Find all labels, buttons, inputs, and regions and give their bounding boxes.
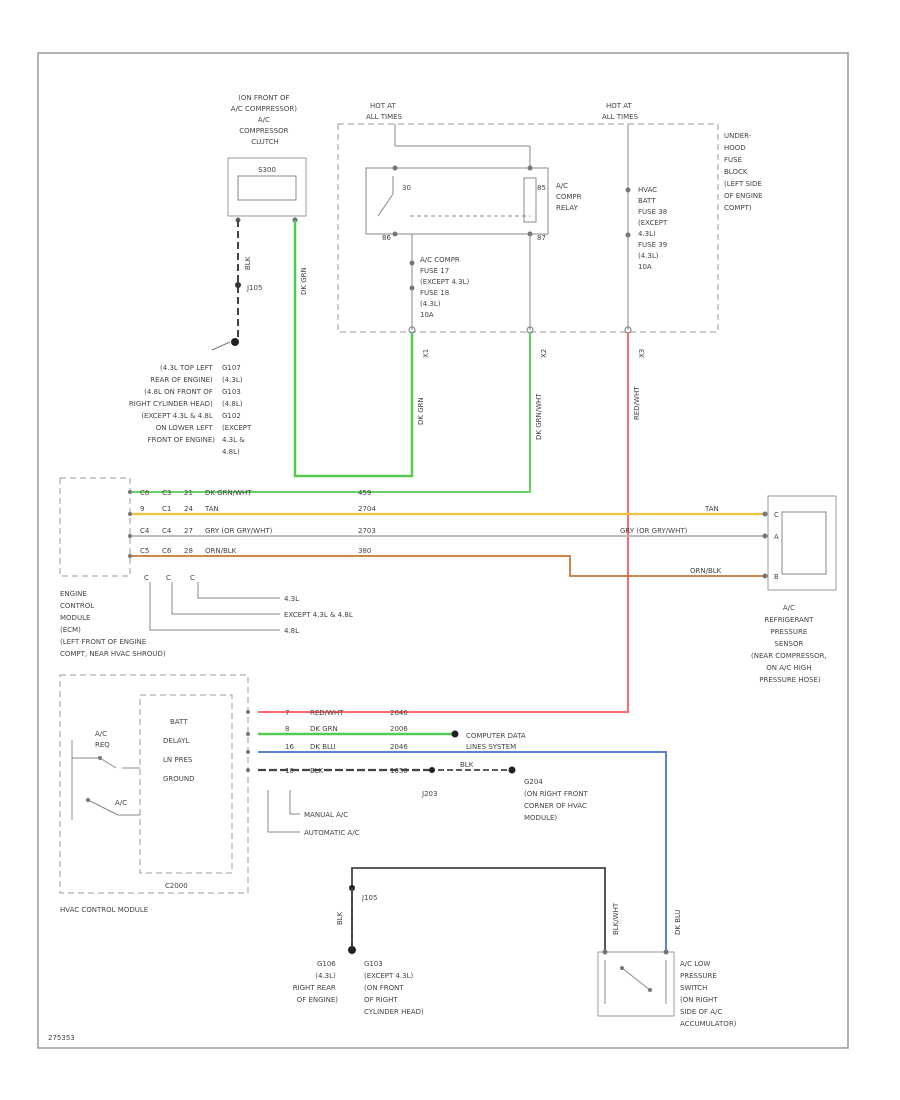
sensor-pin-b: B	[774, 573, 779, 581]
sensor-row-3-color: ORN/BLK	[690, 567, 722, 575]
sensor-pin-a: A	[774, 533, 779, 541]
fuse-17-top	[409, 260, 415, 266]
compressor-clutch-box	[227, 157, 307, 217]
low-ground-color: BLK	[336, 911, 344, 925]
low-pressure-switch-label: A/C LOW PRESSURE SWITCH (ON RIGHT SIDE O…	[680, 960, 737, 1028]
lps-ground-color: BLK/WHT	[612, 902, 620, 935]
data-line-terminal	[451, 730, 459, 738]
hvac-row-1: 7 RED/WHT 2040	[285, 709, 408, 717]
orange-wire	[130, 555, 765, 577]
connector-x3: X3	[638, 349, 646, 358]
hvac-variant-manual: MANUAL A/C	[304, 811, 348, 819]
ecm-variant-1: 4.3L	[284, 595, 299, 603]
compressor-clutch: (ON FRONT OF A/C COMPRESSOR) A/C COMPRES…	[227, 94, 307, 223]
green-relay-to-ecm: DK GRN/WHT	[130, 332, 543, 493]
ground-bottom	[348, 946, 356, 954]
hot-at-all-times-right: HOT AT ALL TIMES	[602, 102, 639, 121]
connector-x2: X2	[540, 349, 548, 358]
lps-signal-color: DK BLU	[674, 909, 682, 935]
hvac-module-inner	[139, 694, 233, 874]
compressor-conn-id: S300	[258, 166, 276, 174]
hot-at-all-times-left: HOT AT ALL TIMES	[366, 102, 403, 121]
ac-compr-fuse-label: A/C COMPR FUSE 17 (EXCEPT 4.3L) FUSE 18 …	[420, 256, 471, 319]
fuse-38-top	[625, 187, 631, 193]
ecm-row-3: C4 C4 27 GRY (OR GRY/WHT) 2703	[140, 527, 376, 535]
hvac-blue-wire	[258, 751, 667, 950]
relay-pin-86: 86	[382, 234, 391, 242]
ecm-row-2: 9 C1 24 TAN 2704	[140, 505, 376, 513]
ecm-connector: C6 C3 21 DK GRN/WHT 459 9 C1 24 TAN 2704…	[59, 477, 765, 658]
compressor-ground-wire: BLK J105	[231, 220, 262, 346]
j203-out-color: BLK	[460, 761, 474, 769]
red-hot-feed: RED/WHT	[258, 332, 641, 713]
ecm-variant-2: EXCEPT 4.3L & 4.8L	[284, 611, 353, 619]
relay-pin-30: 30	[402, 184, 411, 192]
figure-id: 275353	[48, 1034, 75, 1042]
ground-bottom-left-label: G106 (4.3L) RIGHT REAR OF ENGINE)	[293, 960, 339, 1004]
g204-ground	[508, 766, 516, 774]
pressure-sensor-box	[767, 495, 837, 591]
connector-x1: X1	[422, 349, 430, 358]
hvac-module-outline	[59, 674, 249, 894]
ac-switch-2-label: A/C	[115, 799, 127, 807]
ecm-row-4: C5 C6 28 ORN/BLK 380	[140, 547, 371, 555]
ac-compr-relay-label: A/C COMPR RELAY	[556, 182, 584, 212]
hvac-batt-fuse-label: HVAC BATT FUSE 38 (EXCEPT 4.3L) FUSE 39 …	[638, 186, 669, 271]
ground-left-description: (4.3L TOP LEFT REAR OF ENGINE) (4.8L ON …	[129, 341, 253, 456]
ac-compr-relay	[365, 167, 549, 235]
relay-pin-87: 87	[537, 234, 546, 242]
fuse-17-bottom	[409, 285, 415, 291]
fuse-38-bottom	[625, 232, 631, 238]
ground-bottom-right-label: G103 (EXCEPT 4.3L) (ON FRONT OF RIGHT CY…	[364, 960, 424, 1016]
relay-coil	[523, 177, 537, 223]
hvac-variant-auto: AUTOMATIC A/C	[304, 829, 360, 837]
low-pressure-switch-circuit: J105 BLK BLK/WHT DK BLU G106 (4.3L) RIGH…	[293, 867, 737, 1028]
sensor-pin-c: C	[774, 511, 779, 519]
hvac-row-3: 16 DK BLU 2046	[285, 743, 408, 751]
ecm-variant-3: 4.8L	[284, 627, 299, 635]
ac-req-label: REQ	[95, 741, 110, 749]
ground-left-ids: G107 (4.3L) G103 (4.8L) G102 (EXCEPT 4.3…	[222, 364, 253, 456]
hvac-conn-id: C2000	[165, 882, 188, 890]
hvac-module-footer: HVAC CONTROL MODULE	[60, 906, 148, 914]
green-compressor-feed: DK GRN DK GRN	[293, 220, 425, 478]
ecm-row-1: C6 C3 21 DK GRN/WHT 459	[140, 489, 371, 497]
underhood-fuse-block: HOT AT ALL TIMES HOT AT ALL TIMES UNDER-…	[337, 102, 765, 358]
ground-symbol-left	[231, 338, 239, 346]
hvac-control-module: BATT DELAYL LN PRES GROUND A/C REQ A/C C…	[59, 674, 250, 914]
j105-splice	[235, 282, 241, 288]
j105-lower-label: J105	[361, 894, 377, 902]
compressor-clutch-label: (ON FRONT OF A/C COMPRESSOR) A/C COMPRES…	[231, 94, 299, 146]
hvac-row-4: 10 BLK 1650	[285, 767, 408, 775]
sensor-row-2-color: GRY (OR GRY/WHT)	[620, 527, 688, 535]
compressor-ground-wire-color: BLK	[244, 256, 252, 270]
sensor-row-1-color: TAN	[704, 505, 719, 513]
low-pressure-switch-box	[597, 951, 675, 1017]
ecm-box	[59, 477, 131, 577]
hvac-internal-labels: BATT DELAYL LN PRES GROUND	[163, 718, 195, 783]
relay-pin-85: 85	[537, 184, 546, 192]
diagram-frame	[37, 52, 849, 1049]
ac-switch-label: A/C	[95, 730, 107, 738]
green-relay-wire-color: DK GRN/WHT	[535, 393, 543, 440]
ecm-label: ENGINE CONTROL MODULE (ECM) (LEFT FRONT …	[60, 590, 166, 658]
computer-data-link-label: COMPUTER DATA LINES SYSTEM	[466, 732, 528, 751]
refrigerant-pressure-sensor: C A B A/C REFRIGERANT PRESSURE SENSOR (N…	[751, 495, 837, 684]
hvac-wire-rows: 7 RED/WHT 2040 8 DK GRN 2006 COMPUTER DA…	[258, 709, 667, 950]
green-wire-color-1: DK GRN	[300, 267, 308, 295]
pressure-sensor-label: A/C REFRIGERANT PRESSURE SENSOR (NEAR CO…	[751, 604, 829, 684]
underhood-fuse-block-label: UNDER- HOOD FUSE BLOCK (LEFT SIDE OF ENG…	[724, 132, 765, 212]
j105-label: J105	[246, 284, 262, 292]
fuse-block-outline	[337, 123, 719, 333]
green-wire-color-2: DK GRN	[417, 397, 425, 425]
j203-label: J203	[421, 790, 437, 798]
hvac-row-2: 8 DK GRN 2006	[285, 725, 408, 733]
j203-splice	[429, 767, 435, 773]
compressor-coil	[237, 175, 297, 201]
ground-left-locations: (4.3L TOP LEFT REAR OF ENGINE) (4.8L ON …	[129, 364, 215, 444]
red-wire-color: RED/WHT	[633, 386, 641, 420]
g204-label: G204 (ON RIGHT FRONT CORNER OF HVAC MODU…	[524, 778, 590, 822]
